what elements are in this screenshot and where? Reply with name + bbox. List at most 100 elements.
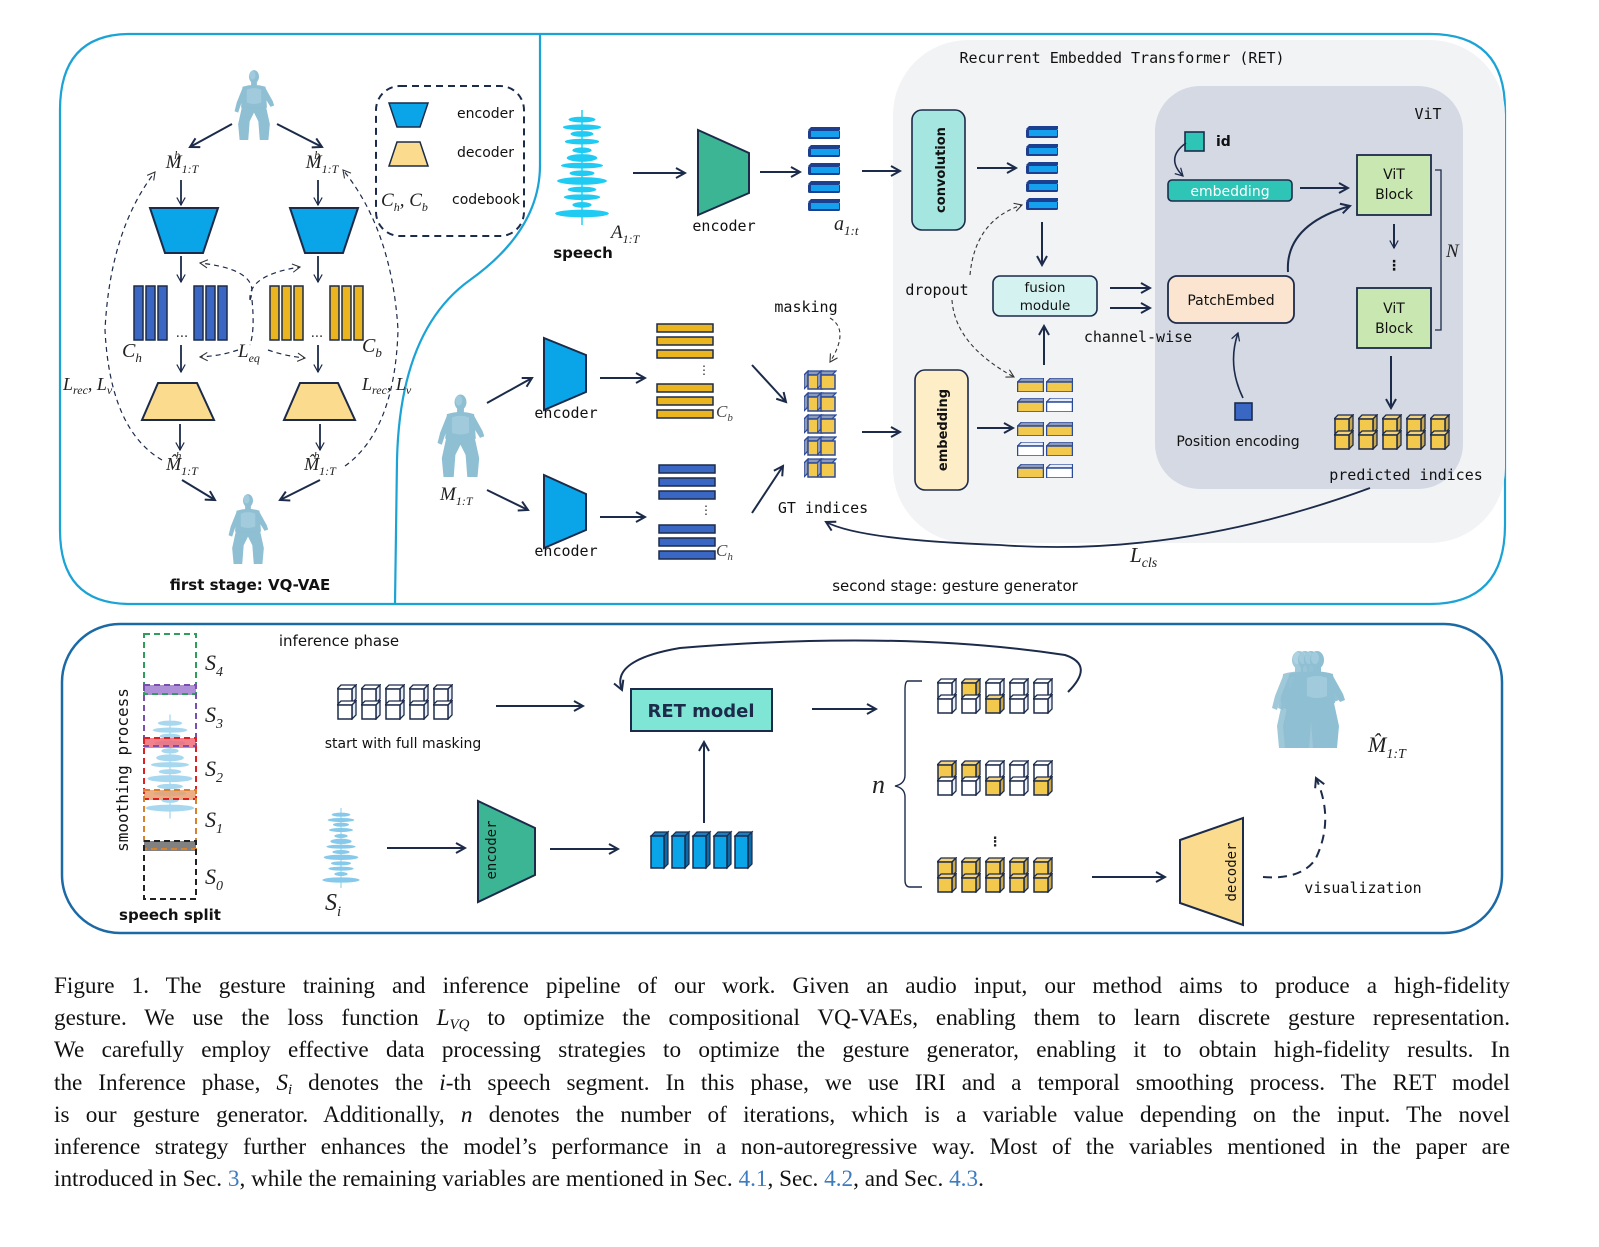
arrow-patch-vit <box>1286 206 1350 273</box>
segment-label: S4 <box>205 650 223 680</box>
masking-arrow <box>829 317 841 363</box>
codebook-bar <box>157 285 168 341</box>
iteration-index-cube <box>985 760 1005 780</box>
legend-codebook-label: codebook <box>452 192 521 208</box>
lcls-arrow <box>826 487 1371 548</box>
hand-gesture-encoder-label: encoder <box>534 542 597 560</box>
caption-line-4: the Inference phase, Si denotes the i-th… <box>54 1069 1510 1098</box>
codebook-bar <box>293 285 304 341</box>
leq-arrow-right <box>267 349 307 362</box>
codebook-entry-bar <box>658 524 716 534</box>
vit-block-bottom <box>1356 287 1432 349</box>
iteration-grid <box>937 760 1053 796</box>
iteration-index-cube <box>961 776 981 796</box>
codebook-bar <box>133 285 144 341</box>
dropout-arrow-gesture <box>951 299 1015 378</box>
segment-box <box>143 684 197 747</box>
audio-features-blocks <box>649 830 754 870</box>
vit-stack-ellipsis: ⋮ <box>1387 258 1401 274</box>
fusion-module-box <box>992 275 1098 317</box>
id-embedding-label: embedding <box>1190 184 1269 200</box>
feature-block-front <box>734 835 749 869</box>
inference-decoder-shape <box>1179 816 1244 927</box>
caption-line-1: Figure 1. The gesture training and infer… <box>54 973 1510 999</box>
vq-vae-stage: M1:Th M1:Tb ... ... Ch Cb Leq <box>62 70 525 594</box>
leq-arrow-ch <box>198 259 253 301</box>
patch-embed-label: PatchEmbed <box>1187 293 1274 309</box>
arrow-mesh-encoder-bottom <box>486 489 528 510</box>
gt-index-cube <box>817 370 837 390</box>
segment-box <box>143 840 197 900</box>
audio-feature-block <box>649 830 670 870</box>
segment-box <box>143 633 197 695</box>
masked-gesture-token <box>1046 398 1073 412</box>
link-sec-3[interactable]: 3 <box>227 1166 240 1193</box>
codebook-bar <box>205 285 216 341</box>
arrow-id-embedding <box>1173 142 1187 177</box>
codebook-bar <box>329 285 340 341</box>
iteration-index-cube <box>937 873 957 893</box>
vit-block-top <box>1356 154 1432 216</box>
iteration-index-cube <box>1009 678 1029 698</box>
feature-token <box>1026 162 1058 174</box>
codebook-entry-bar <box>656 349 714 359</box>
masked-index-cube <box>385 684 405 704</box>
fusion-label-line2: module <box>1020 298 1071 314</box>
channel-wise-label: channel-wise <box>1084 328 1192 346</box>
label-a-1t: a1:t <box>834 213 859 238</box>
arrow-position-patch <box>1231 331 1244 399</box>
iterations-brace <box>894 680 922 888</box>
speech-split-label: speech split <box>119 906 221 924</box>
masked-index-cube <box>361 684 381 704</box>
leq-stem <box>249 299 254 346</box>
iteration-index-cube <box>1009 776 1029 796</box>
visualization-label: visualization <box>1304 879 1421 897</box>
link-sec-4-1[interactable]: 4.1 <box>738 1166 768 1193</box>
predicted-indices-label: predicted indices <box>1329 466 1483 484</box>
id-embedding-bar <box>1167 179 1293 202</box>
codebook-bar <box>145 285 156 341</box>
gesture-body-mesh <box>437 394 485 477</box>
iteration-index-cube <box>961 873 981 893</box>
gesture-generator-stage: Recurrent Embedded Transformer (RET) ViT… <box>437 40 1505 595</box>
gt-index-cube <box>817 436 837 456</box>
legend-decoder-label: decoder <box>457 145 514 161</box>
id-square-icon <box>1184 131 1205 152</box>
vit-block-top-label1: ViT <box>1383 167 1405 183</box>
leq-arrow-cb <box>249 263 302 301</box>
link-sec-4-2[interactable]: 4.2 <box>824 1166 854 1193</box>
iteration-index-cube <box>1009 857 1029 877</box>
iteration-index-cube <box>937 776 957 796</box>
masking-label: masking <box>774 298 837 316</box>
iteration-index-cube <box>985 776 1005 796</box>
inference-encoder-label: encoder <box>484 820 500 879</box>
label-c-h: Ch <box>122 340 142 365</box>
codebook-entry-bar <box>658 477 716 487</box>
masked-gesture-token <box>1017 378 1044 392</box>
iteration-index-cube <box>961 694 981 714</box>
vit-block-bottom-label1: ViT <box>1383 301 1405 317</box>
masked-gesture-token <box>1017 398 1044 412</box>
caption-line-7: introduced in Sec. 3, while the remainin… <box>54 1166 984 1193</box>
n-iterations-label: n <box>872 770 885 799</box>
body-bars-ellipsis: ⋮ <box>698 363 710 377</box>
iteration-index-cube <box>1009 760 1029 780</box>
arrow-mhat-h-output <box>181 479 215 500</box>
label-s-i: Si <box>325 890 341 920</box>
masked-index-cube <box>409 700 429 720</box>
n-repeat-label: N <box>1445 241 1460 262</box>
masked-index-cube <box>337 700 357 720</box>
legend: encoder decoder Ch, Cb codebook <box>375 85 525 237</box>
position-encoding-square-icon <box>1234 402 1253 421</box>
masked-index-cube <box>433 684 453 704</box>
feature-block-front <box>713 835 728 869</box>
link-sec-4-3[interactable]: 4.3 <box>949 1166 979 1193</box>
codebook-entry-bar <box>656 383 714 393</box>
n-bracket <box>1435 169 1442 331</box>
gt-indices-label: GT indices <box>778 499 868 517</box>
segment-label: S2 <box>205 756 223 786</box>
iteration-index-cube <box>1009 694 1029 714</box>
iteration-index-cube <box>985 857 1005 877</box>
label-m-h: M1:Th <box>165 148 200 176</box>
